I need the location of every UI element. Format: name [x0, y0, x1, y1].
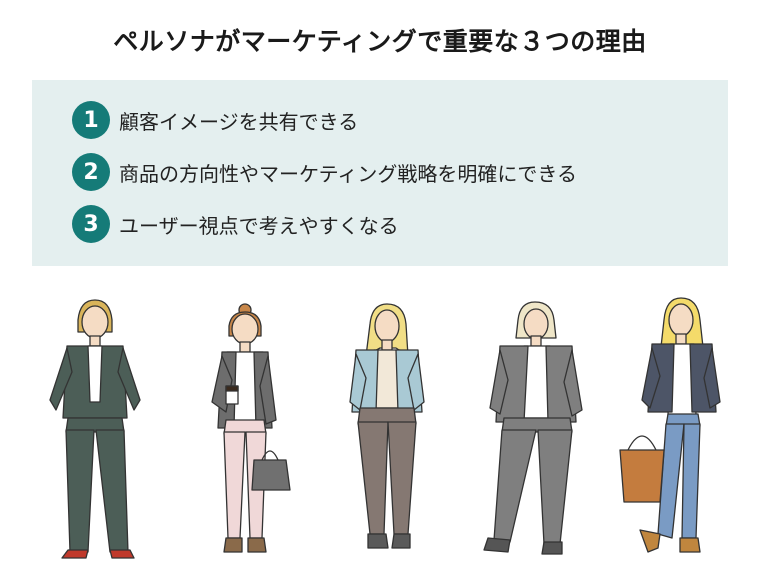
reason-number-badge: 2: [72, 153, 110, 191]
reason-text: 商品の方向性やマーケティング戦略を明確にできる: [119, 161, 577, 186]
persona-illustrations: [0, 290, 760, 570]
reason-text: ユーザー視点で考えやすくなる: [119, 213, 399, 238]
page-title: ペルソナがマーケティングで重要な３つの理由: [113, 27, 647, 56]
persona-figure-5: [619, 297, 721, 553]
reason-text: 顧客イメージを共有できる: [119, 109, 359, 134]
reason-number-badge: 3: [72, 205, 110, 243]
reason-item-3: 3 ユーザー視点で考えやすくなる: [72, 204, 399, 244]
persona-figure-4: [483, 301, 583, 555]
reason-item-1: 1 顧客イメージを共有できる: [72, 100, 358, 140]
persona-figure-3: [349, 303, 425, 549]
reason-item-2: 2 商品の方向性やマーケティング戦略を明確にできる: [72, 152, 577, 192]
reasons-panel: 1 顧客イメージを共有できる 2 商品の方向性やマーケティング戦略を明確にできる…: [32, 80, 728, 266]
persona-figure-1: [49, 299, 141, 559]
persona-figure-2: [211, 303, 291, 553]
reason-number-badge: 1: [72, 101, 110, 139]
